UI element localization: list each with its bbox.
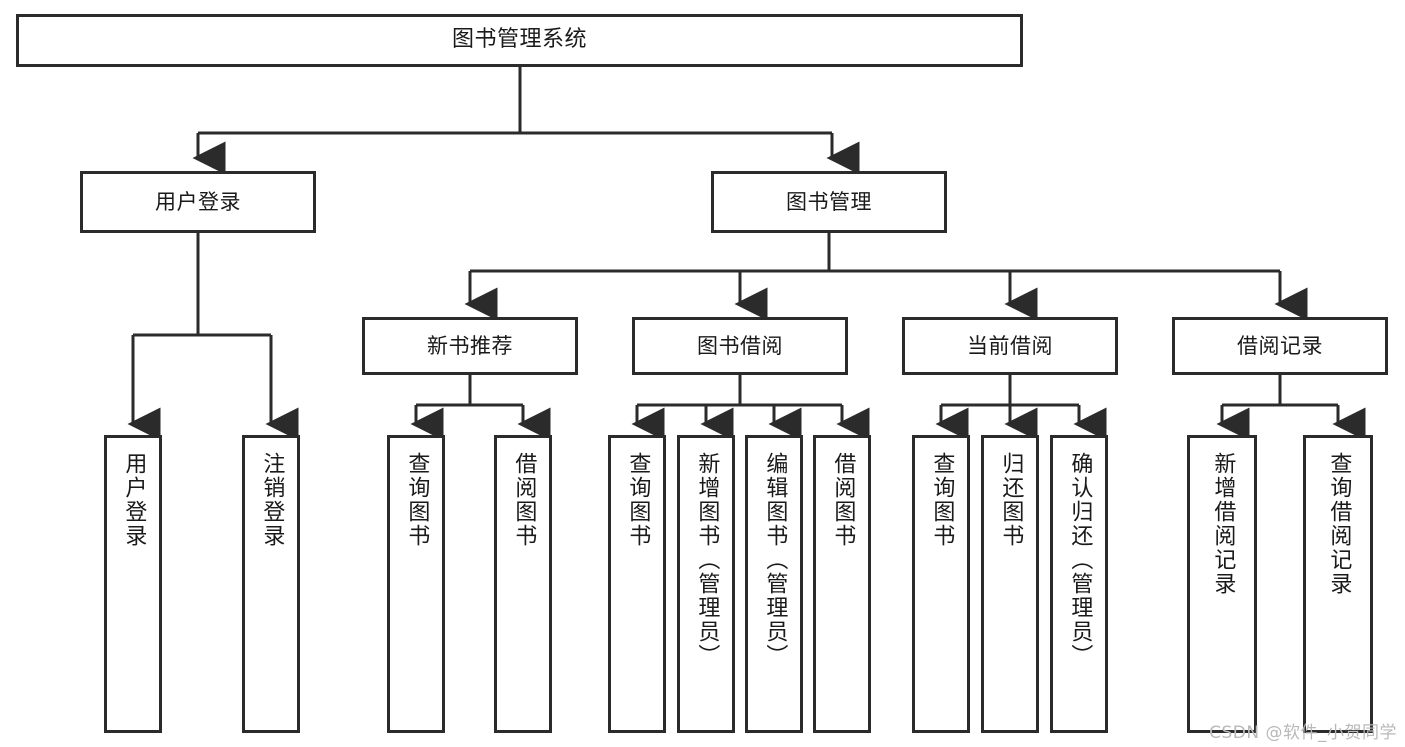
node-current-borrow[interactable]: 当前借阅 — [902, 317, 1118, 375]
node-label: 新增借阅记录 — [1210, 452, 1236, 596]
leaf-user-login[interactable]: 用户登录 — [104, 435, 162, 733]
node-label: 新书推荐 — [427, 333, 513, 358]
node-label: 借阅记录 — [1237, 333, 1323, 358]
node-user-login[interactable]: 用户登录 — [80, 171, 316, 233]
node-label: 注销登录 — [259, 452, 285, 548]
leaf-edit-book[interactable]: 编辑图书（管理员） — [745, 435, 803, 733]
leaf-add-book[interactable]: 新增图书（管理员） — [677, 435, 735, 733]
node-label: 借阅图书 — [511, 452, 537, 548]
node-label: 查询图书 — [625, 452, 651, 548]
node-label: 图书管理系统 — [451, 27, 587, 53]
node-label: 图书借阅 — [697, 333, 783, 358]
leaf-user-logout[interactable]: 注销登录 — [242, 435, 300, 733]
node-label: 用户登录 — [155, 189, 241, 214]
leaf-query-book-borrow[interactable]: 查询图书 — [608, 435, 666, 733]
node-label: 查询图书 — [929, 452, 955, 548]
node-new-book-recommend[interactable]: 新书推荐 — [362, 317, 578, 375]
leaf-add-borrow-record[interactable]: 新增借阅记录 — [1187, 435, 1257, 733]
node-book-borrow[interactable]: 图书借阅 — [632, 317, 848, 375]
node-root-system[interactable]: 图书管理系统 — [16, 14, 1023, 67]
node-label: 当前借阅 — [967, 333, 1053, 358]
leaf-query-book-recommend[interactable]: 查询图书 — [387, 435, 445, 733]
leaf-return-book[interactable]: 归还图书 — [981, 435, 1039, 733]
leaf-borrow-book[interactable]: 借阅图书 — [813, 435, 871, 733]
node-borrow-record[interactable]: 借阅记录 — [1172, 317, 1388, 375]
node-label: 编辑图书（管理员） — [762, 452, 788, 668]
leaf-confirm-return[interactable]: 确认归还（管理员） — [1050, 435, 1108, 733]
csdn-watermark: CSDN @软件_小贺同学 — [1209, 723, 1397, 743]
leaf-query-borrow-record[interactable]: 查询借阅记录 — [1303, 435, 1373, 733]
node-label: 查询图书 — [404, 452, 430, 548]
node-label: 确认归还（管理员） — [1067, 452, 1093, 668]
leaf-query-book-current[interactable]: 查询图书 — [912, 435, 970, 733]
node-label: 查询借阅记录 — [1326, 452, 1352, 596]
node-label: 新增图书（管理员） — [694, 452, 720, 668]
node-book-management[interactable]: 图书管理 — [711, 171, 947, 233]
node-label: 借阅图书 — [830, 452, 856, 548]
leaf-borrow-book-recommend[interactable]: 借阅图书 — [494, 435, 552, 733]
node-label: 图书管理 — [786, 189, 872, 214]
node-label: 用户登录 — [121, 452, 147, 548]
node-label: 归还图书 — [998, 452, 1024, 548]
